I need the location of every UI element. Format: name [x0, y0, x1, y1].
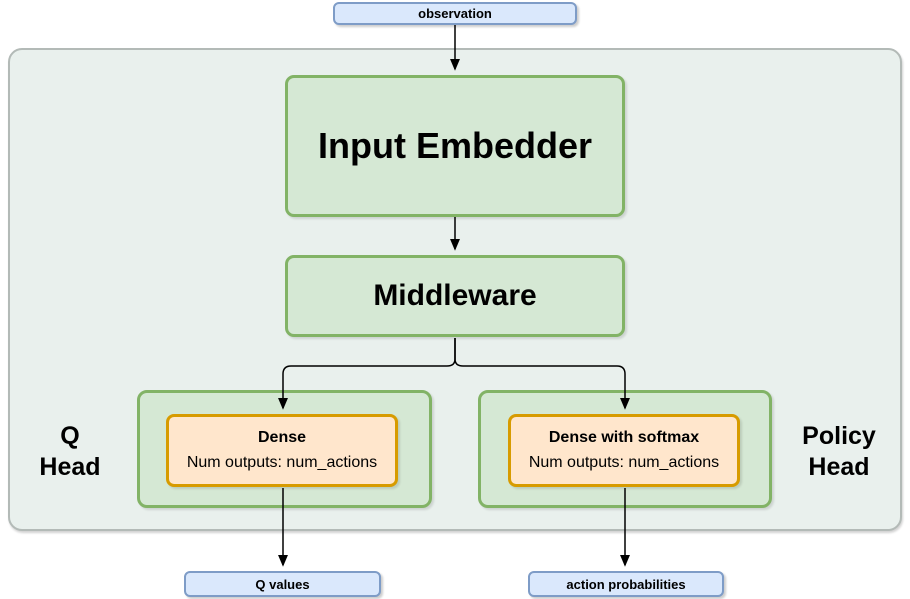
node-q-dense-title: Dense [257, 428, 307, 446]
node-policy-dense-subtitle: Num outputs: num_actions [528, 453, 720, 471]
node-q-dense-subtitle: Num outputs: num_actions [186, 453, 378, 471]
node-policy-dense-title: Dense with softmax [548, 428, 700, 446]
label-q-head-line1: Q [60, 422, 80, 450]
node-policy-dense: Dense with softmax Num outputs: num_acti… [508, 414, 740, 487]
node-q-dense: Dense Num outputs: num_actions [166, 414, 398, 487]
node-input-embedder: Input Embedder [285, 75, 625, 217]
node-q-values: Q values [184, 571, 381, 597]
label-policy-head-line2: Head [808, 453, 870, 481]
node-action-probabilities: action probabilities [528, 571, 724, 597]
node-middleware: Middleware [285, 255, 625, 337]
label-q-head: Q Head [20, 421, 120, 483]
node-middleware-label: Middleware [373, 279, 537, 312]
label-q-head-line2: Head [39, 453, 101, 481]
node-q-values-label: Q values [255, 576, 310, 592]
label-policy-head-line1: Policy [802, 422, 876, 450]
node-action-probabilities-label: action probabilities [566, 576, 686, 592]
label-policy-head: Policy Head [789, 421, 889, 483]
node-observation-label: observation [418, 6, 492, 21]
node-observation: observation [333, 2, 577, 25]
node-input-embedder-label: Input Embedder [317, 125, 592, 166]
